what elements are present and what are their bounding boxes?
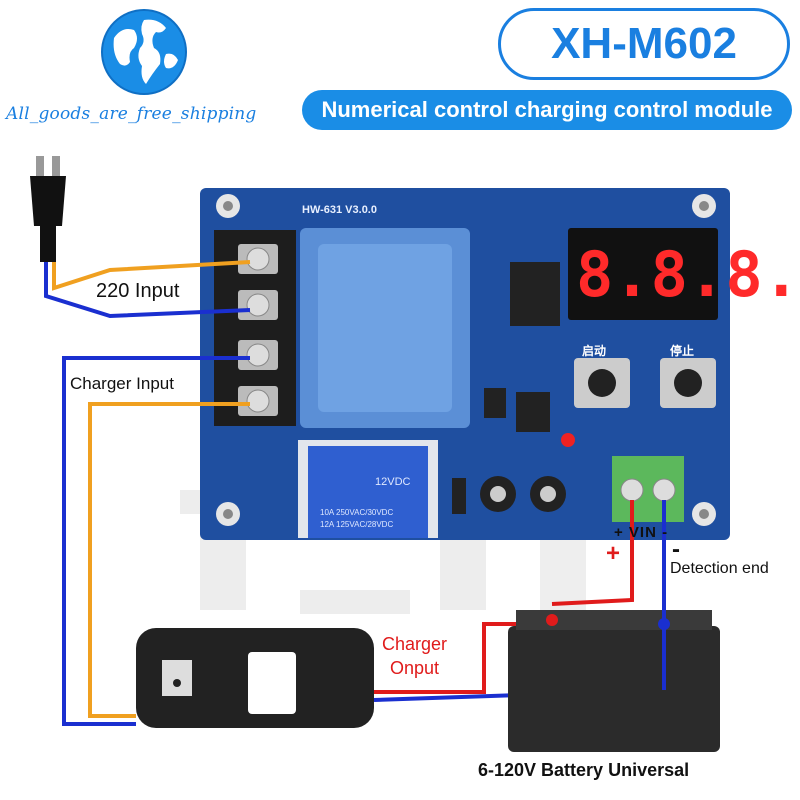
- charger-adapter: [136, 628, 374, 728]
- display-digit: 8.: [650, 237, 726, 311]
- ic-chip: [510, 262, 560, 326]
- plus-sign: +: [606, 540, 621, 567]
- display-digit-row: 8. 8. 8.: [576, 236, 800, 312]
- globe-logo: [101, 9, 187, 95]
- vin-terminal: [612, 456, 684, 522]
- relay-rating: 12A 125VAC/28VDC: [320, 520, 394, 529]
- charger-input-label: Charger Input: [68, 374, 176, 394]
- relay-voltage: 12VDC: [375, 476, 411, 488]
- minus-sign: -: [672, 536, 680, 563]
- input-220-label: 220 Input: [94, 280, 182, 303]
- charger-output-line: Onput: [389, 658, 440, 678]
- charger-output-line: Charger: [382, 634, 448, 654]
- transformer: [300, 228, 470, 428]
- model-title: XH-M602: [498, 8, 790, 80]
- start-button: [574, 358, 630, 408]
- charger-output-label: Charger Onput: [382, 632, 447, 680]
- stop-label: 停止: [670, 344, 695, 358]
- relay-rating: 10A 250VAC/30VDC: [320, 508, 394, 517]
- battery: [508, 626, 720, 752]
- terminal-block: [214, 230, 296, 426]
- terminal-screws: [238, 244, 278, 416]
- vin-label: + VIN -: [614, 524, 669, 541]
- capacitor: [480, 476, 516, 512]
- store-name: All_goods_are_free_shipping: [6, 104, 257, 124]
- detection-end-label: Detection end: [670, 560, 769, 577]
- product-subtitle: Numerical control charging control modul…: [302, 90, 792, 130]
- display-digit: 8.: [725, 237, 800, 311]
- display-digit: 8.: [576, 237, 651, 311]
- start-label: 启动: [582, 344, 607, 358]
- stop-button: [660, 358, 716, 408]
- power-plug: [30, 156, 66, 262]
- led-indicator: [561, 433, 575, 447]
- pcb-version-label: HW-631 V3.0.0: [302, 204, 377, 216]
- battery-caption: 6-120V Battery Universal: [478, 760, 690, 780]
